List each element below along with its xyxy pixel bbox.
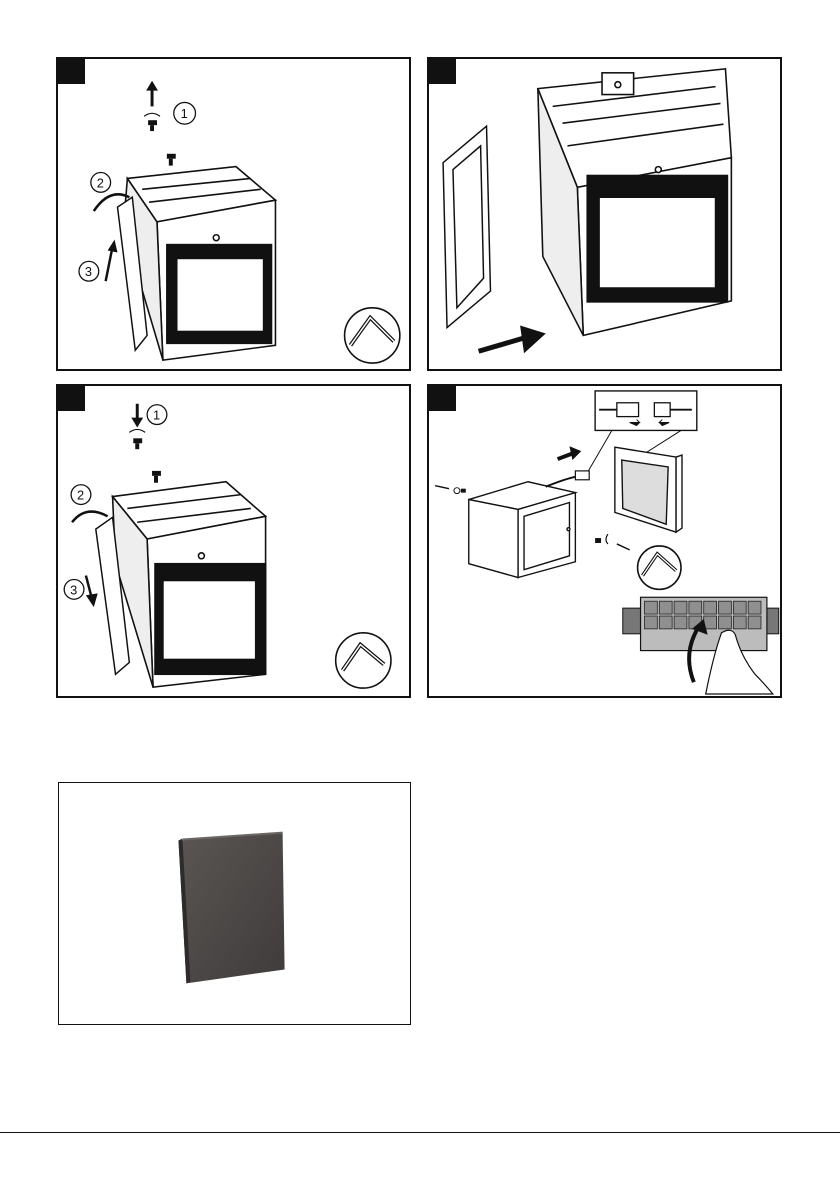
step-1-illustration: 1 2 3	[58, 59, 409, 369]
push-arrow-icon	[479, 326, 546, 354]
callout-3: 3	[85, 264, 92, 279]
callout-1: 1	[153, 408, 160, 423]
step-2-panel	[427, 57, 782, 371]
rotate-icon	[144, 113, 160, 116]
screw-icon	[595, 538, 601, 543]
lamp-housing	[113, 482, 266, 687]
step-4-illustration	[429, 386, 780, 696]
down-arrow-icon	[86, 576, 98, 608]
hex-key-icon	[336, 633, 391, 688]
push-arrow-icon	[558, 446, 582, 460]
cover-panel-photo	[58, 782, 411, 1025]
step-4-panel	[427, 384, 782, 698]
footer-rule	[0, 1132, 840, 1133]
step-3-illustration: 1 2 3	[58, 386, 409, 696]
mounting-plate	[615, 447, 682, 532]
hex-key-icon	[345, 308, 400, 363]
washer-icon	[454, 488, 460, 494]
up-arrow-icon	[106, 240, 118, 281]
callout-2: 2	[97, 175, 104, 190]
rotate-icon	[606, 534, 608, 544]
callout-2: 2	[77, 488, 84, 503]
lamp-housing	[538, 69, 732, 336]
screw-icon	[133, 438, 142, 449]
lamp-cube	[469, 482, 576, 578]
step-1-panel: 1 2 3	[56, 57, 411, 371]
down-arrow-icon	[131, 404, 143, 428]
screw-arrow	[435, 486, 449, 489]
side-panel	[443, 126, 490, 327]
rotate-icon	[129, 429, 145, 432]
screw-icon	[461, 489, 466, 493]
step-2-illustration	[429, 59, 780, 369]
plug	[575, 471, 589, 480]
up-arrow-icon	[146, 81, 158, 107]
curved-arrow-icon	[72, 512, 108, 523]
step-3-panel: 1 2 3	[56, 384, 411, 698]
hex-key-icon	[638, 546, 681, 589]
screw-icon	[152, 471, 161, 483]
cover-panel-image	[59, 783, 410, 1024]
callout-1: 1	[181, 106, 188, 121]
cable	[546, 477, 576, 487]
screw-icon	[148, 120, 157, 131]
screw-icon	[167, 154, 176, 166]
callout-3: 3	[70, 582, 77, 597]
